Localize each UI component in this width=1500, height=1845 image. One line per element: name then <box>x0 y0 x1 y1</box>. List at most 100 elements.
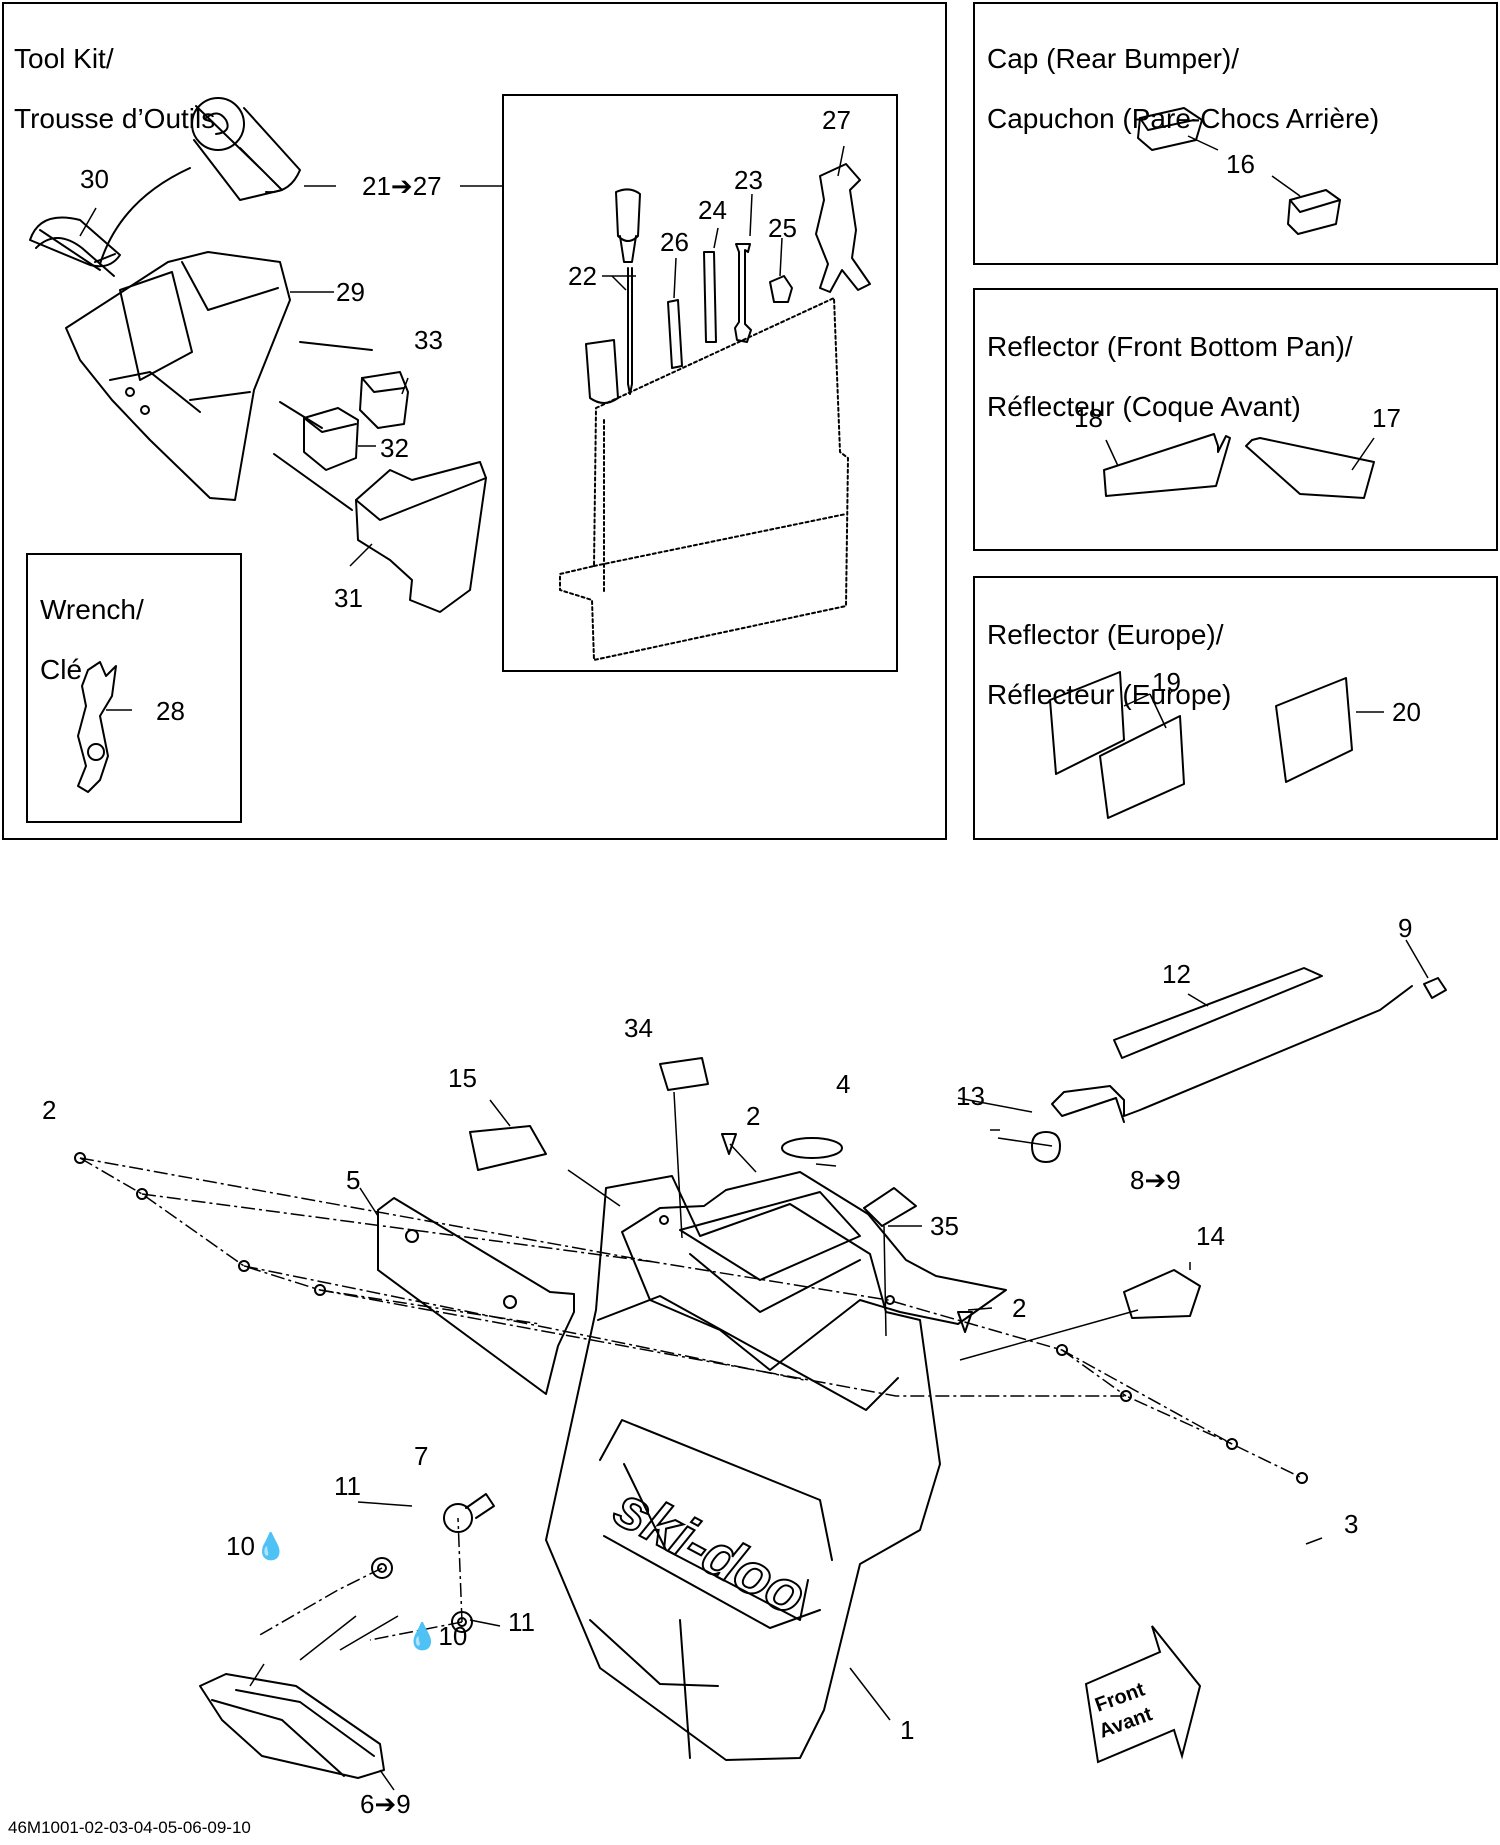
callout-26: 26 <box>660 227 689 257</box>
tool-kit-box <box>2 2 947 840</box>
harness-8-part <box>1031 977 1447 1163</box>
callout-31: 31 <box>334 583 363 613</box>
decal-14-part <box>1123 1269 1201 1319</box>
callout-32: 32 <box>380 433 409 463</box>
bulb-7-part <box>443 1493 495 1533</box>
reflector-front-title-fr: Réflecteur (Coque Avant) <box>987 391 1301 422</box>
callout-17: 17 <box>1372 403 1401 433</box>
callout-4: 4 <box>836 1069 851 1099</box>
storage-cover-4-part <box>621 1171 1007 1371</box>
decal-15-part <box>469 1125 547 1171</box>
callout-22: 22 <box>568 261 597 291</box>
oil-drop-icon: 💧 <box>254 1531 288 1561</box>
badge-4-part <box>781 1137 843 1159</box>
cap-title-en: Cap (Rear Bumper)/ <box>987 43 1240 74</box>
callout-28: 28 <box>156 696 185 726</box>
tool-contents-box <box>502 94 898 672</box>
taillight-6-part <box>199 1673 385 1779</box>
ski-doo-logo: ski-doo <box>604 1474 817 1628</box>
bit-part <box>585 339 619 404</box>
callout-14: 14 <box>1196 1221 1225 1251</box>
callout-2-left: 2 <box>42 1095 57 1125</box>
rivet-2-part <box>74 1152 326 1296</box>
reflector-europe-title-en: Reflector (Europe)/ <box>987 619 1224 650</box>
reflector-europe-box <box>973 576 1498 840</box>
callout-10-upper: 10💧 <box>226 1532 287 1560</box>
side-trim-5-part <box>377 1197 575 1395</box>
callout-16: 16 <box>1226 149 1255 179</box>
reflector-europe-title-fr: Réflecteur (Europe) <box>987 679 1232 710</box>
reflector-20-part <box>1275 677 1353 783</box>
callout-34: 34 <box>624 1013 653 1043</box>
callout-24: 24 <box>698 195 727 225</box>
callout-9: 9 <box>1398 913 1413 943</box>
callout-18: 18 <box>1074 403 1103 433</box>
screw-2-part <box>721 1133 973 1333</box>
callout-35: 35 <box>930 1211 959 1241</box>
pad-32-part <box>303 407 359 471</box>
decal-35-part <box>863 1187 917 1227</box>
reflector-19-part <box>1049 671 1185 819</box>
hex-key-24-part <box>703 251 717 343</box>
cap-title: Cap (Rear Bumper)/ Capuchon (Pare-Chocs … <box>987 14 1379 164</box>
cap-part <box>1137 107 1341 235</box>
oil-drop-icon: 💧 <box>406 1621 439 1651</box>
callout-10-lower-number: 10 <box>438 1621 468 1651</box>
reflector-17-part <box>1245 437 1375 499</box>
callout-30: 30 <box>80 164 109 194</box>
callout-1: 1 <box>900 1715 915 1745</box>
clip-25-part <box>769 275 793 303</box>
callout-15: 15 <box>448 1063 477 1093</box>
callout-20: 20 <box>1392 697 1421 727</box>
callout-13: 13 <box>956 1081 985 1111</box>
wrench-title-fr: Clé <box>40 654 83 685</box>
stripe-12-part <box>1113 967 1323 1059</box>
pad-31-part <box>355 461 487 613</box>
callout-10-upper-number: 10 <box>226 1531 255 1561</box>
hex-key-26-part <box>667 299 683 369</box>
callout-6-9: 6➔9 <box>360 1789 411 1819</box>
callout-3: 3 <box>1344 1509 1359 1539</box>
wrench-23-part <box>734 243 752 343</box>
callout-2-right: 2 <box>1012 1293 1027 1323</box>
callout-5: 5 <box>346 1165 361 1195</box>
callout-27: 27 <box>822 105 851 135</box>
tool-kit-title-en: Tool Kit/ <box>14 43 114 74</box>
cap-box <box>973 2 1498 265</box>
diagram-code: 46M1001-02-03-04-05-06-09-10 <box>8 1818 251 1837</box>
tool-roll-part <box>191 97 301 201</box>
rear-bumper-1-part <box>545 1175 941 1761</box>
callout-19: 19 <box>1152 667 1181 697</box>
callout-8-9: 8➔9 <box>1130 1165 1181 1195</box>
callout-2-mid: 2 <box>746 1101 761 1131</box>
tool-bag-part <box>65 251 291 501</box>
callout-11-upper: 11 <box>334 1471 361 1501</box>
callout-21-27: 21➔27 <box>362 171 442 201</box>
reflector-front-box <box>973 288 1498 551</box>
tool-27-part <box>815 163 871 293</box>
front-direction-arrow: Front Avant <box>1084 1625 1202 1764</box>
callout-12: 12 <box>1162 959 1191 989</box>
wrench-title-en: Wrench/ <box>40 594 144 625</box>
reflector-front-title: Reflector (Front Bottom Pan)/ Réflecteur… <box>987 302 1353 452</box>
callout-10-lower: 💧10 <box>406 1622 467 1650</box>
reflector-europe-title: Reflector (Europe)/ Réflecteur (Europe) <box>987 590 1231 740</box>
reflector-18-part <box>1103 433 1231 497</box>
decal-34-part <box>659 1057 709 1091</box>
strap-part <box>29 216 121 277</box>
tool-kit-title-fr: Trousse d’Outils <box>14 103 216 134</box>
callout-33: 33 <box>414 325 443 355</box>
grommet-11a-part <box>371 1557 393 1579</box>
pad-33-part <box>359 371 409 429</box>
tool-pouch-part <box>559 297 849 661</box>
callout-7: 7 <box>414 1441 429 1471</box>
screwdriver-part <box>615 188 641 395</box>
tool-kit-title: Tool Kit/ Trousse d’Outils <box>14 14 215 164</box>
wrench-box <box>26 553 242 823</box>
rivet-3-part <box>1056 1344 1308 1484</box>
callout-23: 23 <box>734 165 763 195</box>
callout-11-lower: 11 <box>508 1607 535 1637</box>
callout-29: 29 <box>336 277 365 307</box>
reflector-front-title-en: Reflector (Front Bottom Pan)/ <box>987 331 1353 362</box>
